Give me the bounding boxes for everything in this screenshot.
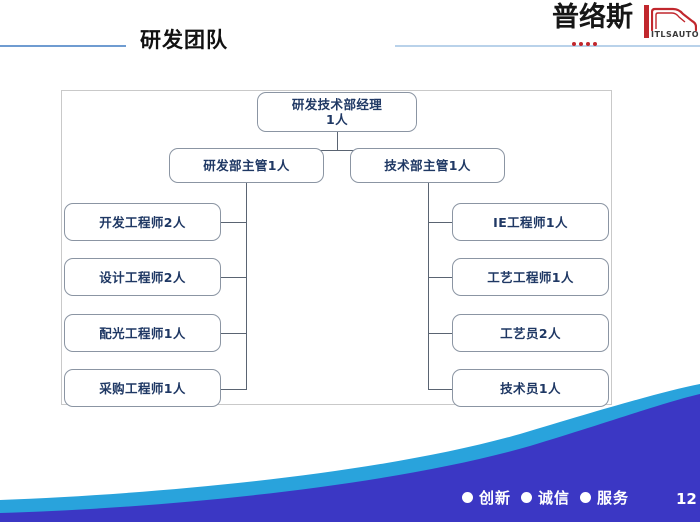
footer-word-3: 服务 bbox=[597, 489, 630, 507]
org-node-left-3: 配光工程师1人 bbox=[64, 314, 221, 352]
wave-dark-band bbox=[0, 394, 700, 522]
logo-red-bar bbox=[644, 5, 649, 38]
title-rule-left bbox=[0, 45, 126, 47]
footer-slogan: 创新 诚信 服务 bbox=[462, 487, 633, 508]
bullet-icon-3 bbox=[580, 492, 592, 503]
connector-left-branch-2 bbox=[221, 277, 247, 278]
connector-right-branch-4 bbox=[428, 389, 453, 390]
connector-left-branch-1 bbox=[221, 222, 247, 223]
org-node-manager: 研发技术部经理 1人 bbox=[257, 92, 417, 132]
org-chart-frame bbox=[61, 90, 612, 405]
org-node-right-3: 工艺员2人 bbox=[452, 314, 609, 352]
page-title: 研发团队 bbox=[140, 28, 228, 52]
logo-name-cn: 普络斯 bbox=[552, 2, 633, 33]
connector-left-branch-3 bbox=[221, 333, 247, 334]
connector-manager-down bbox=[337, 132, 338, 151]
connector-left-spine bbox=[246, 183, 247, 390]
org-node-right-1: IE工程师1人 bbox=[452, 203, 609, 241]
org-node-left-4: 采购工程师1人 bbox=[64, 369, 221, 407]
logo-name-en: ITLSAUTO bbox=[651, 30, 699, 39]
company-logo: 普络斯 ITLSAUTO bbox=[552, 2, 699, 46]
footer-word-1: 创新 bbox=[479, 489, 512, 507]
footer-wave-decoration bbox=[0, 384, 700, 522]
truck-outline-icon bbox=[651, 7, 697, 32]
connector-right-branch-1 bbox=[428, 222, 453, 223]
org-node-right-4: 技术员1人 bbox=[452, 369, 609, 407]
logo-red-dots bbox=[572, 31, 612, 46]
org-node-left-2: 设计工程师2人 bbox=[64, 258, 221, 296]
title-rule-right bbox=[395, 45, 700, 47]
connector-right-branch-3 bbox=[428, 333, 453, 334]
org-node-supervisor-rd: 研发部主管1人 bbox=[169, 148, 324, 183]
org-node-supervisor-tech: 技术部主管1人 bbox=[350, 148, 505, 183]
footer-word-2: 诚信 bbox=[538, 489, 571, 507]
bullet-icon-2 bbox=[521, 492, 533, 503]
bullet-icon-1 bbox=[462, 492, 473, 503]
page-number: 12 bbox=[676, 490, 697, 508]
org-node-left-1: 开发工程师2人 bbox=[64, 203, 221, 241]
connector-right-branch-2 bbox=[428, 277, 453, 278]
connector-right-spine bbox=[428, 183, 429, 390]
connector-left-branch-4 bbox=[221, 389, 247, 390]
connector-supervisor-bus bbox=[246, 150, 429, 151]
org-node-right-2: 工艺工程师1人 bbox=[452, 258, 609, 296]
